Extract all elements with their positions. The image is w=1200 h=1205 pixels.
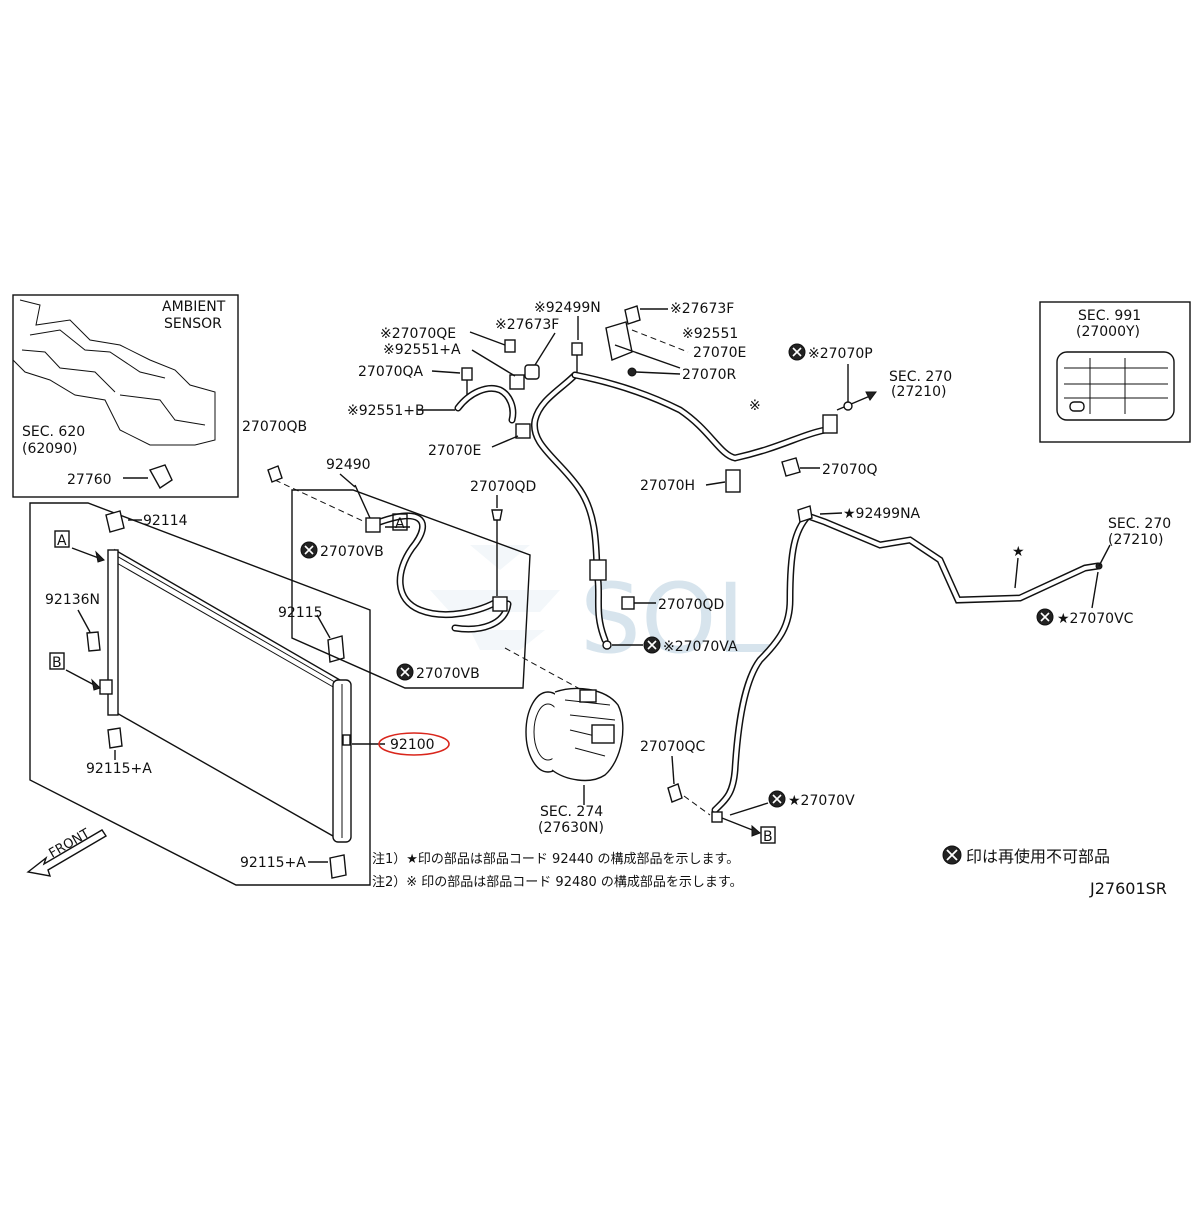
front-arrow: FRONT: [26, 826, 107, 877]
label-27673F-1: ※27673F: [495, 317, 559, 333]
label-sec270-right: SEC. 270: [1108, 516, 1171, 532]
marker-b-box: [49, 652, 65, 670]
label-92551: ※92551: [682, 326, 738, 342]
fitting-27070H-icon: [725, 469, 741, 493]
label-92499NA: ★92499NA: [843, 506, 921, 522]
condenser-assembly: A B 92114 92136N 92115 92115+A 92115+A 9…: [26, 502, 450, 886]
label-92100: 92100: [390, 737, 435, 753]
legend-text: 印は再使用不可部品: [966, 847, 1110, 866]
inset-sec991: SEC. 991: [1078, 308, 1141, 324]
inset-sec991-ref: (27000Y): [1076, 324, 1140, 340]
ambient-label-line2: SENSOR: [164, 316, 222, 332]
bracket-92115a-lower-icon: [329, 854, 347, 879]
label-27070QD-mid: 27070QD: [658, 597, 724, 613]
label-sec270-right-ref: (27210): [1108, 532, 1163, 548]
diagram-code: J27601SR: [1089, 879, 1167, 898]
marker-b: B: [52, 655, 62, 671]
label-27070QD-top: 27070QD: [470, 479, 536, 495]
marker-b-line-box: [760, 826, 776, 844]
bolt-27070QD-icon: [621, 596, 635, 610]
label-27070H: 27070H: [640, 478, 695, 494]
label-plate-inset: SEC. 991 (27000Y): [1039, 301, 1191, 443]
ambient-sensor-icon: [148, 464, 173, 490]
notes: 注1）★印の部品は部品コード 92440 の構成部品を示します。 注2）※ 印の…: [372, 845, 1167, 898]
label-92490: 92490: [326, 457, 371, 473]
label-92551A: ※92551+A: [383, 342, 461, 358]
label-27070E-1: 27070E: [428, 443, 481, 459]
label-92136N: 92136N: [45, 592, 100, 608]
note-1: 注1）★印の部品は部品コード 92440 の構成部品を示します。: [372, 852, 739, 867]
label-sec270-top-ref: (27210): [891, 384, 946, 400]
label-92115A: 92115+A: [86, 761, 152, 777]
label-sec274-ref: (27630N): [538, 820, 604, 836]
label-27070VC: ★27070VC: [1057, 611, 1134, 627]
label-sec270-top: SEC. 270: [889, 369, 952, 385]
label-27070P: ※27070P: [808, 346, 873, 362]
label-27070VB-2: 27070VB: [416, 666, 480, 682]
label-27070Q: 27070Q: [822, 462, 878, 478]
label-92114: 92114: [143, 513, 188, 529]
label-27070QC: 27070QC: [640, 739, 706, 755]
bolt-27070QB-icon: [267, 465, 283, 483]
marker-a: A: [57, 533, 67, 549]
label-27070VB-1: 27070VB: [320, 544, 384, 560]
watermark-text: SOL: [580, 563, 770, 675]
compressor: SEC. 274 (27630N): [525, 687, 624, 836]
bolt-27070QC-icon: [667, 783, 683, 803]
upper-pipes: ※92499N ※27070QE ※27673F ※92551+A 27070Q…: [347, 300, 952, 655]
label-sec274: SEC. 274: [540, 804, 603, 820]
inset-sec620-ref: (62090): [22, 441, 77, 457]
label-27070R: 27070R: [682, 367, 737, 383]
condenser-core: [114, 548, 341, 842]
ambient-label-line1: AMBIENT: [162, 299, 226, 315]
front-arrow-icon: [26, 829, 107, 877]
bolt-27070Q-icon: [781, 457, 801, 477]
label-27070V: ★27070V: [788, 793, 855, 809]
pressure-sensor-icon: [86, 631, 101, 652]
bracket-92114-icon: [105, 510, 125, 533]
label-92499N: ※92499N: [534, 300, 601, 316]
label-27070VA: ※27070VA: [663, 639, 738, 655]
label-92115: 92115: [278, 605, 323, 621]
star-mark-cross: ※: [749, 398, 761, 414]
inset-sec620: SEC. 620: [22, 424, 85, 440]
note-2: 注2）※ 印の部品は部品コード 92480 の構成部品を示します。: [372, 875, 743, 890]
label-27070QA: 27070QA: [358, 364, 424, 380]
bracket-92115a-icon: [107, 727, 123, 749]
label-plate-icon: [1056, 351, 1175, 421]
label-27673F-2: ※27673F: [670, 301, 734, 317]
condenser-left-tank: [107, 549, 119, 716]
liquid-line: ★92499NA ★ SEC. 270 (27210) ★27070VC 270…: [640, 505, 1171, 845]
ambient-sensor-inset: AMBIENT SENSOR SEC. 620 (62090) 27760: [12, 294, 239, 498]
marker-a-box: [54, 530, 70, 548]
label-27070QB: 27070QB: [242, 419, 307, 435]
highlight-92100: [378, 732, 450, 756]
label-27760: 27760: [67, 472, 112, 488]
label-92551B: ※92551+B: [347, 403, 425, 419]
label-92115A-lower: 92115+A: [240, 855, 306, 871]
marker-a-hose: A: [395, 516, 405, 532]
label-27070E-2: 27070E: [693, 345, 746, 361]
marker-b-line: B: [763, 829, 773, 845]
label-27070QE: ※27070QE: [380, 326, 456, 342]
star-mark-line: ★: [1012, 544, 1025, 560]
